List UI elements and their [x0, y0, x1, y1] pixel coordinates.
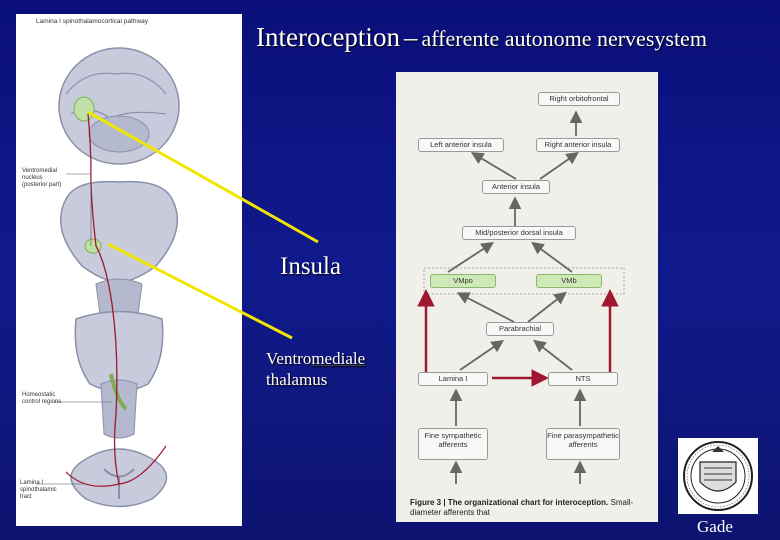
- node-right-anterior-insula: Right anterior insula: [536, 138, 620, 152]
- node-fine-sympathetic-afferents: Fine sympathetic afferents: [418, 428, 488, 460]
- title-dash: –: [403, 22, 418, 52]
- node-lamina-i: Lamina I: [418, 372, 488, 386]
- node-nts: NTS: [548, 372, 618, 386]
- label-insula: Insula: [280, 253, 342, 280]
- label-ventro-part-b: mediale: [311, 349, 366, 368]
- node-mid-posterior-dorsal-insula: Mid/posterior dorsal insula: [462, 226, 576, 240]
- label-ventro-part-a: Ventro: [266, 349, 312, 368]
- label-ventromedial-nucleus: Ventromedial nucleus (posterior part): [22, 168, 62, 188]
- anatomy-figure: Lamina I spinothalamocortical pathway Ve…: [16, 14, 242, 526]
- label-homeostatic-regions: Homeostatic control regions: [22, 392, 62, 405]
- node-vmb: VMb: [536, 274, 602, 288]
- node-right-orbitofrontal: Right orbitofrontal: [538, 92, 620, 106]
- flowchart-arrows: [417, 110, 625, 484]
- label-ventromedial-thalamus: Ventromediale thalamus: [266, 348, 365, 390]
- title-main: Interoception: [256, 22, 400, 52]
- author-name: Gade: [697, 517, 733, 536]
- pointer-line-thalamus: [107, 242, 293, 340]
- node-fine-parasympathetic-afferents: Fine parasympathetic afferents: [546, 428, 620, 460]
- pointer-line-insula: [87, 110, 319, 244]
- figure-caption-rest: Small-diameter afferents that: [410, 498, 634, 517]
- node-parabrachial: Parabrachial: [486, 322, 554, 336]
- label-thalamus: thalamus: [266, 370, 328, 389]
- node-anterior-insula: Anterior insula: [482, 180, 550, 194]
- label-lamina-spinothalamic: Lamina I spinothalamic tract: [20, 480, 57, 500]
- university-seal-logo: [678, 438, 758, 514]
- title-subtitle: afferente autonome nervesystem: [421, 26, 707, 51]
- figure-caption-bold: Figure 3 | The organizational chart for …: [410, 498, 609, 507]
- node-left-anterior-insula: Left anterior insula: [418, 138, 504, 152]
- node-vmpo: VMpo: [430, 274, 496, 288]
- slide-title: Interoception – afferente autonome nerve…: [256, 22, 707, 53]
- seal-emblem-icon: [683, 441, 753, 511]
- figure-caption: Figure 3 | The organizational chart for …: [410, 498, 650, 518]
- brain-pathway-illustration: [36, 47, 180, 508]
- interoception-flowchart: Right orbitofrontal Left anterior insula…: [396, 72, 658, 522]
- figure-caption-top: Lamina I spinothalamocortical pathway: [36, 18, 149, 25]
